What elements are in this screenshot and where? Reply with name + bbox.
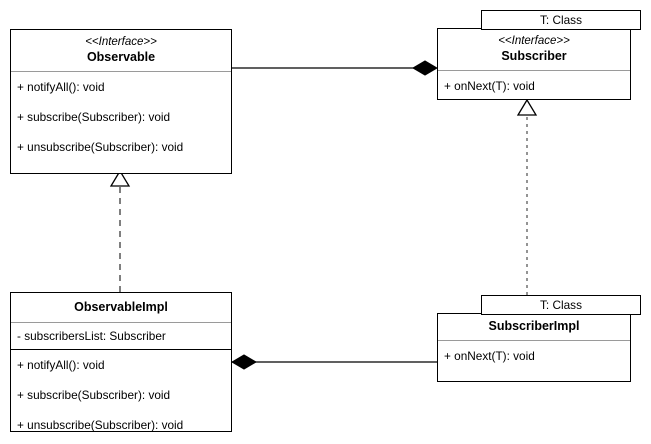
subscriberimpl-method-onnext: + onNext(T): void (444, 349, 535, 363)
observable-method-unsubscribe: + unsubscribe(Subscriber): void (17, 140, 184, 154)
subscriberimpl-class-name: SubscriberImpl (488, 319, 580, 333)
observable-method-subscribe: + subscribe(Subscriber): void (17, 110, 171, 124)
observable-method-notifyall: + notifyAll(): void (17, 80, 105, 94)
observableimpl-class-name: ObservableImpl (74, 300, 168, 314)
realization-arrowhead-right (516, 98, 538, 116)
subscriber-methods: + onNext(T): void (438, 71, 630, 101)
composition-diamond-top (412, 60, 438, 76)
subscriber-stereotype: <<Interface>> (498, 35, 570, 47)
class-box-subscriber[interactable]: <<Interface>> Subscriber + onNext(T): vo… (437, 28, 631, 100)
subscriberimpl-methods: + onNext(T): void (438, 341, 630, 371)
subscriberimpl-header: SubscriberImpl (438, 314, 630, 341)
subscriberimpl-template-parameter-box: T: Class (481, 295, 641, 315)
subscriber-template-label: T: Class (540, 13, 582, 27)
observableimpl-method-subscribe: + subscribe(Subscriber): void (17, 388, 171, 402)
class-box-observableimpl[interactable]: ObservableImpl - subscribersList: Subscr… (10, 292, 232, 432)
observable-stereotype: <<Interface>> (85, 36, 157, 48)
subscriber-header: <<Interface>> Subscriber (438, 29, 630, 71)
subscriber-template-parameter-box: T: Class (481, 10, 641, 30)
realization-arrowhead-left (109, 169, 131, 187)
edge-subscriberimpl-realizes-subscriber[interactable] (516, 98, 538, 295)
edge-observable-composition-subscriber[interactable] (230, 60, 438, 76)
subscriber-class-name: Subscriber (501, 49, 567, 63)
observableimpl-method-unsubscribe: + unsubscribe(Subscriber): void (17, 418, 184, 432)
edge-observableimpl-composition-subscriberimpl[interactable] (231, 354, 437, 370)
observableimpl-attributes: - subscribersList: Subscriber (11, 323, 231, 350)
class-box-subscriberimpl[interactable]: SubscriberImpl + onNext(T): void (437, 313, 631, 382)
observableimpl-methods: + notifyAll(): void + subscribe(Subscrib… (11, 350, 231, 440)
observableimpl-header: ObservableImpl (11, 293, 231, 323)
class-box-observable[interactable]: <<Interface>> Observable + notifyAll(): … (10, 29, 232, 174)
observable-class-name: Observable (86, 50, 156, 64)
edge-observableimpl-realizes-observable[interactable] (109, 169, 131, 292)
observable-header: <<Interface>> Observable (11, 30, 231, 72)
composition-diamond-bottom (231, 354, 257, 370)
subscriberimpl-template-label: T: Class (540, 298, 582, 312)
observable-methods: + notifyAll(): void + subscribe(Subscrib… (11, 72, 231, 162)
observableimpl-attribute-subscriberslist: - subscribersList: Subscriber (17, 329, 166, 343)
subscriber-method-onnext: + onNext(T): void (444, 79, 535, 93)
observableimpl-method-notifyall: + notifyAll(): void (17, 358, 105, 372)
